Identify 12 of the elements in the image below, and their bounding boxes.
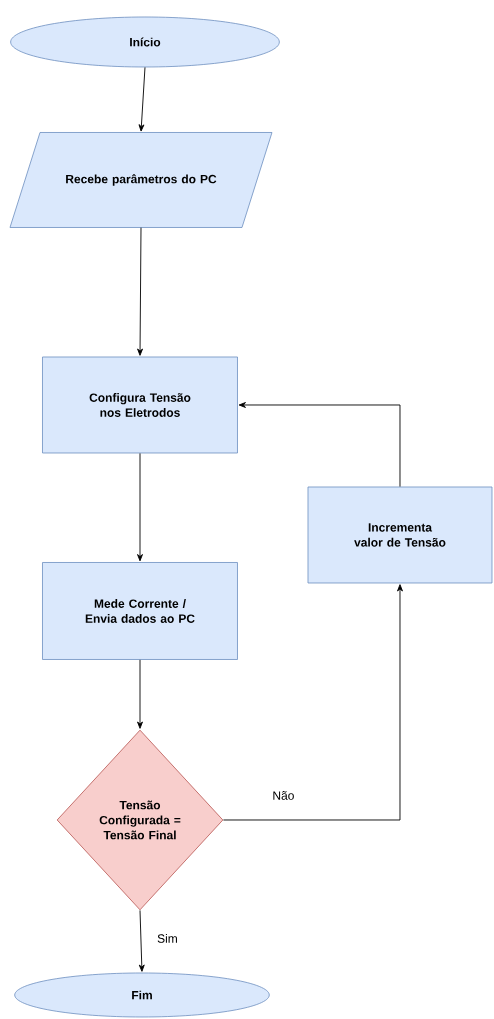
input-parallelogram: Recebe parâmetros do PC (9, 132, 273, 228)
process-box: Configura Tensão nos Eletrodos (42, 356, 238, 454)
arrow (137, 659, 143, 729)
arrow (137, 452, 143, 562)
arrow (222, 584, 403, 821)
process-box: Mede Corrente / Envia dados ao PC (42, 562, 238, 660)
edge-label: Não (270, 789, 297, 802)
arrow (138, 66, 146, 132)
arrow (238, 402, 401, 488)
arrow (138, 909, 145, 972)
process-box: Incrementa valor de Tensão (307, 486, 493, 584)
arrow (137, 227, 143, 356)
